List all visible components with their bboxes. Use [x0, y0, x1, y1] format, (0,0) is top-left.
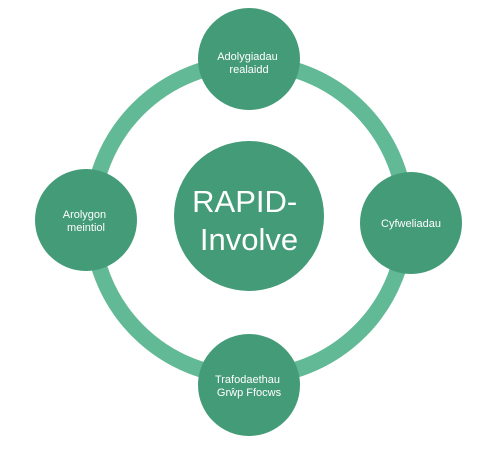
node-top-line2: realaidd — [229, 64, 268, 76]
node-left-line1: Arolygon — [63, 209, 106, 221]
node-left-circle — [35, 169, 137, 271]
node-bottom-circle — [198, 334, 300, 436]
node-top-circle — [198, 8, 300, 110]
svg-text:Adolygiadau realaidd: Adolygiadau realaidd — [217, 51, 281, 76]
center-node-circle — [174, 141, 324, 291]
node-right-circle — [360, 172, 462, 274]
node-left-line2: meintiol — [67, 222, 105, 234]
node-right-line1: Cyfweliadau — [381, 218, 441, 230]
node-bottom: Trafodaethau Grŵp Ffocws — [198, 334, 300, 436]
svg-text:Cyfweliadau: Cyfweliadau — [381, 218, 441, 230]
svg-text:Arolygon meintiol: Arolygon meintiol — [63, 209, 109, 234]
node-bottom-line1: Trafodaethau — [215, 374, 280, 386]
node-top: Adolygiadau realaidd — [198, 8, 300, 110]
center-node-line2: Involve — [200, 222, 298, 257]
svg-text:RAPID- Involve: RAPID- Involve — [192, 184, 306, 257]
center-node-line1: RAPID- — [192, 184, 297, 219]
node-top-line1: Adolygiadau — [217, 51, 278, 63]
node-right: Cyfweliadau — [360, 172, 462, 274]
center-node: RAPID- Involve — [174, 141, 324, 291]
node-bottom-line2: Grŵp Ffocws — [217, 387, 282, 399]
svg-text:Trafodaethau Grŵp Ffocws: Trafodaethau Grŵp Ffocws — [215, 374, 283, 399]
node-left: Arolygon meintiol — [35, 169, 137, 271]
